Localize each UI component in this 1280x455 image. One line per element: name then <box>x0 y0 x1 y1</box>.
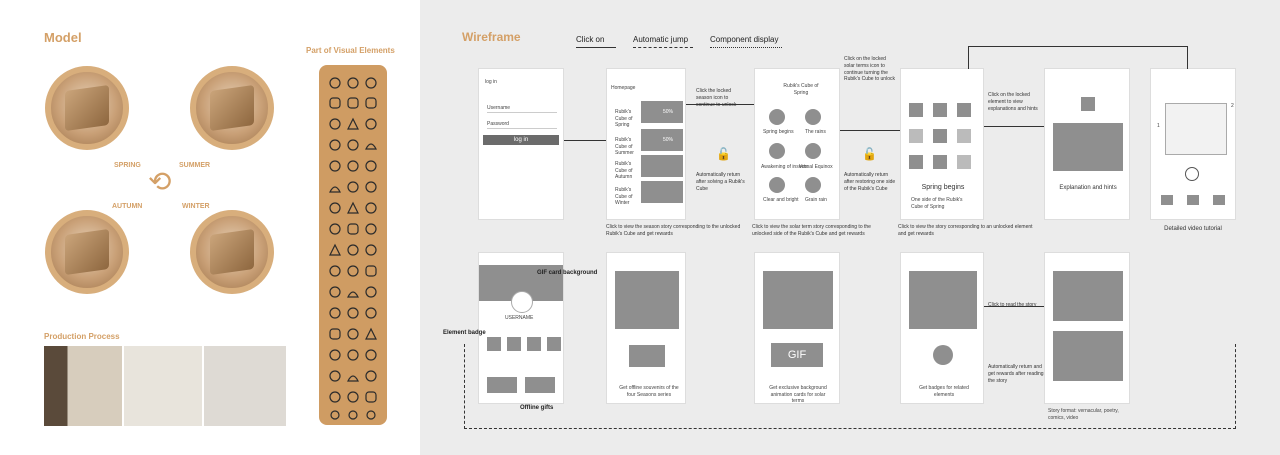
legend-display: Component display <box>710 35 779 44</box>
home-item-summer: Rubik's Cube of Summer <box>615 137 634 156</box>
production-title: Production Process <box>44 332 120 341</box>
return-dashed-line <box>464 344 1236 429</box>
story1-caption: Get offline souvenirs of the four Season… <box>619 385 679 398</box>
video-screen: 1 2 <box>1150 68 1236 220</box>
term-icon-1[interactable] <box>769 109 785 125</box>
production-photo-2 <box>124 346 202 426</box>
season-autumn: AUTUMN <box>112 203 143 210</box>
login-screen: log in Username Password log in <box>478 68 564 220</box>
lock-icon: 🔓 <box>862 147 877 161</box>
winter-season-card[interactable] <box>641 181 683 203</box>
season-story-screen: Get offline souvenirs of the four Season… <box>606 252 686 404</box>
production-photo-3 <box>204 346 286 426</box>
term-icon-6[interactable] <box>805 177 821 193</box>
ann-return-side: Automatically return after restoring one… <box>844 172 896 192</box>
ann-season-story: Click to view the season story correspon… <box>606 224 741 237</box>
connector-line <box>984 306 1044 307</box>
summer-season-card[interactable]: 50% <box>641 129 683 151</box>
connector-line <box>686 104 754 105</box>
model-title: Model <box>44 30 82 45</box>
home-item-spring: Rubik's Cube of Spring <box>615 109 633 128</box>
ann-unlock-terms: Click on the locked solar terms icon to … <box>844 56 895 83</box>
autumn-cube-photo <box>45 210 129 294</box>
term-label-6: Grain rain <box>805 197 827 203</box>
element-icons-grid <box>329 77 377 420</box>
homepage-header: Homepage <box>611 85 636 91</box>
connector-line <box>968 46 1188 69</box>
password-field[interactable]: Password <box>487 121 557 129</box>
gif-card: GIF <box>771 343 823 367</box>
lock-icon: 🔓 <box>716 147 731 161</box>
visual-elements-title: Part of Visual Elements <box>306 46 395 55</box>
element-badge-note: Element badge <box>443 330 486 336</box>
story-format-caption: Story format: vernacular, poetry, comics… <box>1048 408 1119 421</box>
term-label-5: Clear and bright <box>763 197 799 203</box>
ann-term-story: Click to view the solar term story corre… <box>752 224 871 237</box>
home-item-winter: Rubik's Cube of Winter <box>615 187 633 206</box>
spring-cube-screen: Rubik's Cube of Spring Spring begins The… <box>754 68 840 220</box>
ann-unlock-season: Click the locked season icon to continue… <box>696 88 737 108</box>
login-button[interactable]: log in <box>483 135 559 145</box>
season-winter: WINTER <box>182 203 210 210</box>
ann-element-story: Click to view the story corresponding to… <box>898 224 1033 237</box>
video-number-2: 2 <box>1231 103 1234 109</box>
connector-line <box>564 140 606 141</box>
spring-season-card[interactable]: 50% <box>641 101 683 123</box>
gif-bg-note: GIF card background <box>537 270 598 276</box>
production-photo-1 <box>44 346 122 426</box>
term-icon-3[interactable] <box>769 143 785 159</box>
term-label-2: The rains <box>805 129 826 135</box>
explanation-screen: Explanation and hints <box>1044 68 1130 220</box>
element-story-screen: Get badges for related elements <box>900 252 984 404</box>
connector-line <box>984 126 1044 127</box>
legend-click: Click on <box>576 35 605 44</box>
term-label-1: Spring begins <box>763 129 794 135</box>
ann-return-rewards: Automatically return and get rewards aft… <box>988 364 1044 384</box>
story2-caption: Get exclusive background animation cards… <box>769 385 827 404</box>
model-section: Model SPRING SUMMER AUTUMN WINTER ⟲ Part… <box>0 0 420 455</box>
ann-read-story: Click to read the story <box>988 302 1037 308</box>
term-label-3: Awakening of insects <box>761 164 808 170</box>
play-icon[interactable] <box>1185 167 1199 181</box>
term-icon-5[interactable] <box>769 177 785 193</box>
video-caption: Detailed video tutorial <box>1164 226 1222 232</box>
profile-username: USERNAME <box>505 315 534 321</box>
season-summer: SUMMER <box>179 162 211 169</box>
connector-line <box>840 130 900 131</box>
elements-caption: Spring begins <box>921 184 965 191</box>
elements-desc: One side of the Rubik's Cube of Spring <box>911 197 963 210</box>
legend-jump-line <box>633 47 693 48</box>
term-icon-2[interactable] <box>805 109 821 125</box>
winter-cube-photo <box>190 210 274 294</box>
video-number-1: 1 <box>1157 123 1160 129</box>
avatar <box>511 291 533 313</box>
offline-gifts-note: Offline gifts <box>520 405 554 411</box>
ann-return-cube: Automatically return after solving a Rub… <box>696 172 745 192</box>
term-story-screen: GIF Get exclusive background animation c… <box>754 252 840 404</box>
story3-caption: Get badges for related elements <box>919 385 969 398</box>
wireframe-title: Wireframe <box>462 30 521 44</box>
autumn-season-card[interactable] <box>641 155 683 177</box>
login-header: log in <box>485 79 497 85</box>
term-icon-4[interactable] <box>805 143 821 159</box>
homepage-screen: Homepage Rubik's Cube of Spring 50% Rubi… <box>606 68 686 220</box>
story-format-screen <box>1044 252 1130 404</box>
legend-display-line <box>710 47 782 48</box>
username-field[interactable]: Username <box>487 105 557 113</box>
legend-click-line <box>576 47 616 48</box>
explanation-caption: Explanation and hints <box>1059 185 1117 191</box>
ann-locked-element: Click on the locked element to view expl… <box>988 92 1038 112</box>
term-label-4: Vernal Equinox <box>799 164 833 170</box>
spring-cube-photo <box>45 66 129 150</box>
summer-cube-photo <box>190 66 274 150</box>
cycle-arrows-icon: ⟲ <box>148 166 172 197</box>
spring-cube-title: Rubik's Cube of Spring <box>783 83 819 96</box>
profile-screen: USERNAME <box>478 252 564 404</box>
visual-elements-panel <box>319 65 387 425</box>
season-spring: SPRING <box>114 162 141 169</box>
elements-screen: Spring begins One side of the Rubik's Cu… <box>900 68 984 220</box>
home-item-autumn: Rubik's Cube of Autumn <box>615 161 633 180</box>
legend-jump: Automatic jump <box>633 35 689 44</box>
